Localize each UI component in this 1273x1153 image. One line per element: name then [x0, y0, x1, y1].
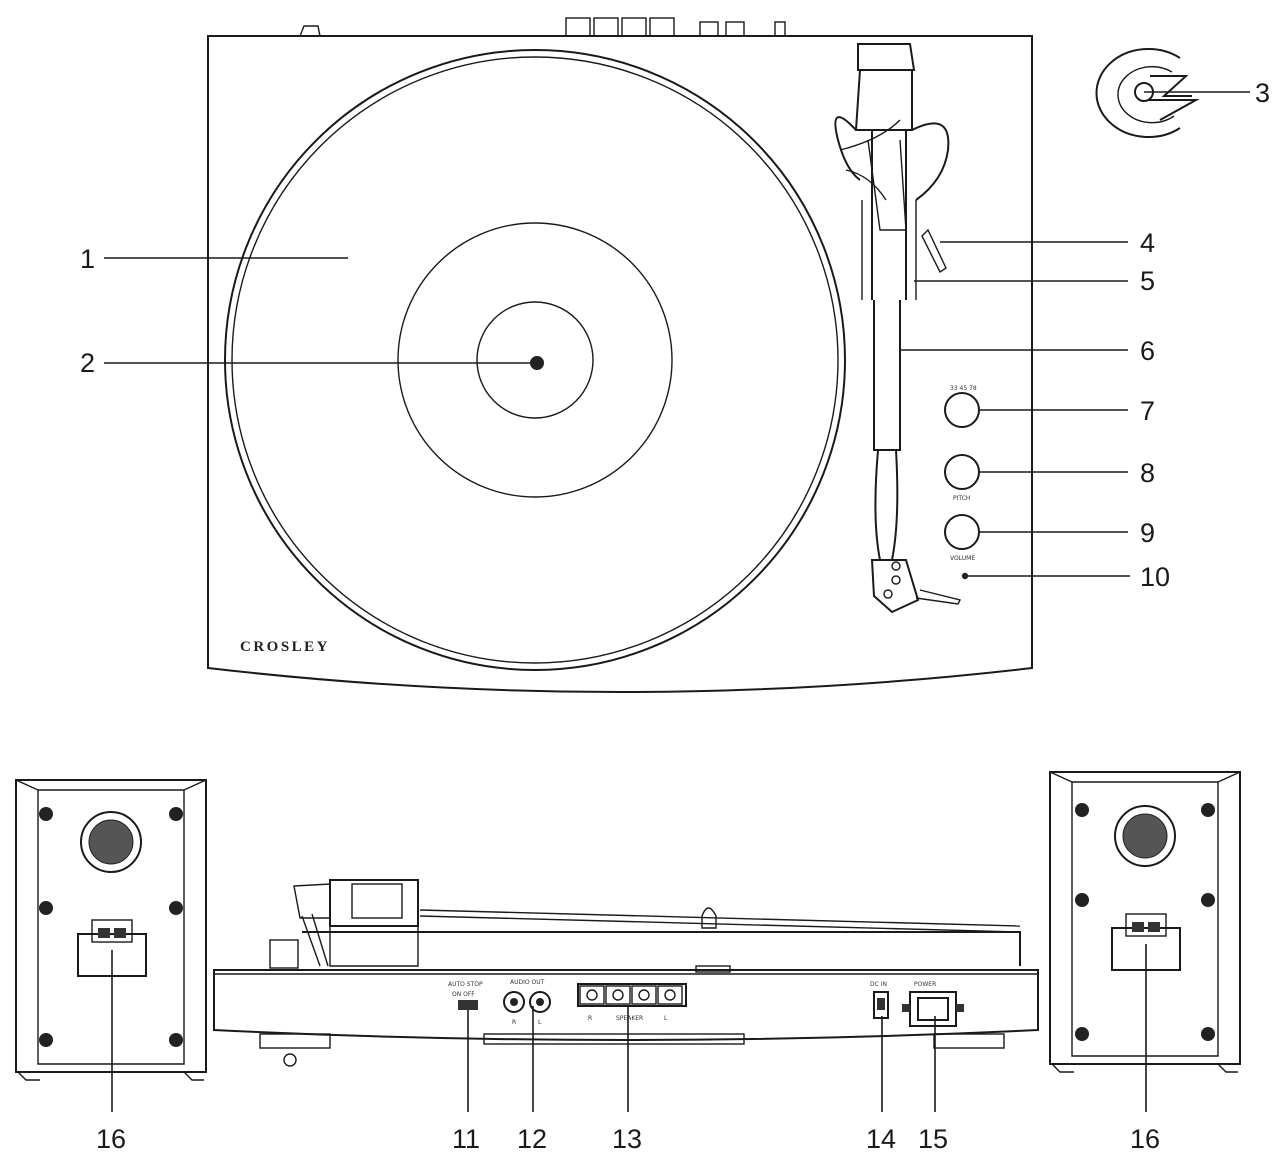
callout-5: 5 [1140, 266, 1155, 296]
svg-text:L: L [538, 1019, 542, 1026]
tonearm-tube [873, 300, 901, 451]
pitch-knob: PITCH [944, 454, 980, 502]
tonearm-assembly [834, 43, 962, 614]
callout-1: 1 [80, 244, 95, 274]
plinth [207, 35, 1033, 693]
callout-4: 4 [1140, 228, 1155, 258]
volume-knob: VOLUME [944, 514, 980, 562]
dc-in-jack: DC IN [870, 981, 889, 1112]
callout-14: 14 [866, 1124, 896, 1153]
turntable-top-view: CROSLEY [104, 17, 1250, 693]
svg-text:33 45 78: 33 45 78 [950, 385, 977, 392]
svg-text:AUDIO OUT: AUDIO OUT [510, 979, 545, 986]
speaker-left-rear [15, 779, 207, 1112]
callout-11: 11 [452, 1124, 480, 1153]
svg-text:R: R [588, 1015, 592, 1022]
svg-text:PITCH: PITCH [953, 495, 970, 502]
svg-text:R: R [512, 1019, 516, 1026]
audio-out-jacks: AUDIO OUT R L [503, 979, 551, 1112]
spindle [530, 356, 544, 370]
callout-12: 12 [517, 1124, 547, 1153]
callout-3: 3 [1255, 78, 1270, 108]
speaker-terminals: R SPEAKER L [577, 983, 687, 1112]
callout-15: 15 [918, 1124, 948, 1153]
speaker-port [80, 811, 142, 873]
callout-6: 6 [1140, 336, 1155, 366]
brand-logo: CROSLEY [240, 639, 330, 655]
callout-13: 13 [612, 1124, 642, 1153]
svg-text:VOLUME: VOLUME [950, 555, 975, 562]
callout-2: 2 [80, 348, 95, 378]
svg-text:AUTO STOP: AUTO STOP [448, 981, 483, 988]
svg-text:L: L [664, 1015, 668, 1022]
callout-numbers: 1 2 3 4 5 6 7 8 9 10 11 12 13 14 15 16 1… [80, 78, 1270, 1153]
speaker-right-rear [1049, 771, 1241, 1112]
svg-text:SPEAKER: SPEAKER [616, 1015, 643, 1022]
callout-16-left: 16 [96, 1124, 126, 1153]
speed-knob: 33 45 78 [944, 385, 980, 428]
callout-10: 10 [1140, 562, 1170, 592]
callout-9: 9 [1140, 518, 1155, 548]
headshell [870, 559, 920, 614]
callout-7: 7 [1140, 396, 1155, 426]
svg-text:POWER: POWER [914, 981, 936, 988]
adapter-45rpm [1095, 48, 1200, 138]
turntable-rear-view: AUTO STOP ON OFF AUDIO OUT R L [213, 879, 1039, 1112]
rear-jacks-top [299, 17, 786, 37]
callout-leaders-top [104, 91, 1250, 577]
arm-lift-lever [921, 228, 947, 274]
power-switch: POWER [902, 981, 964, 1112]
callout-8: 8 [1140, 458, 1155, 488]
svg-text:DC IN: DC IN [870, 981, 887, 988]
platter [224, 49, 846, 671]
power-indicator [961, 572, 969, 580]
speaker-port [1114, 805, 1176, 867]
auto-stop-switch: AUTO STOP ON OFF [448, 981, 483, 1112]
svg-text:ON OFF: ON OFF [452, 991, 475, 998]
callout-16-right: 16 [1130, 1124, 1160, 1153]
